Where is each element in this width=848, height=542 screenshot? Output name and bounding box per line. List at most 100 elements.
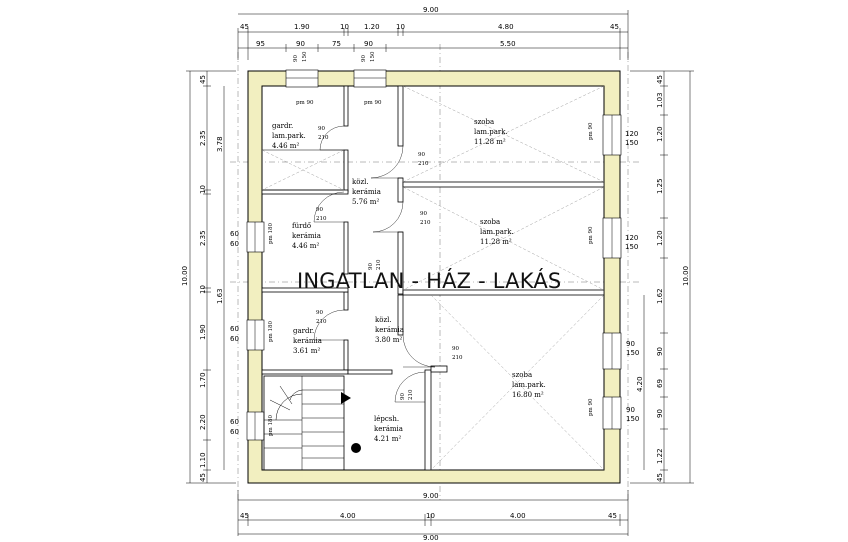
dim-top: 4.80 [498,23,514,31]
dim-right-total: 10.00 [682,266,690,286]
room-bathroom-area: 4.46 m² [292,242,319,250]
room-gardrobe-1-name: gardr. [272,122,293,130]
dim-left-inner: 60 [230,418,239,426]
dim-left: 2.35 [199,130,207,146]
door-height: 210 [420,220,431,226]
dim-top: 90 [364,40,373,48]
door-width: 90 [316,207,323,213]
dim-top: 1.20 [364,23,380,31]
dim-right: 45 [656,473,664,482]
dim-left-mid: 3.78 [216,136,224,152]
dim-top: 10 [396,23,405,31]
room-staircase-name: lépcsh. [374,415,399,423]
room-diagonals [261,85,605,471]
door-width: 90 [418,152,425,158]
top-dimensions: 9.00 45 1.90 10 1.20 10 4.80 45 95 90 75… [237,6,629,60]
window-top-2 [353,69,387,88]
dim-top: 90 [296,40,305,48]
sill-labels: pm 90 pm 90 pm 90 pm 90 pm 90 pm 180 pm … [268,100,594,436]
dim-bottom-total: 9.00 [423,492,439,500]
dim-bottom: 4.00 [510,512,526,520]
window-left-1 [246,221,265,253]
dim-left: 45 [199,473,207,482]
dim-right-inner: 150 [625,139,638,147]
window-height: 150 [370,51,376,62]
dim-right: 45 [656,75,664,84]
room-staircase-floor: kerámia [374,425,403,433]
room-gardrobe-2-floor: kerámia [293,337,322,345]
dim-left-inner: 60 [230,240,239,248]
staircase-drawing [263,375,361,471]
dim-left: 45 [199,75,207,84]
dim-top: 45 [610,23,619,31]
sill-label: pm 180 [268,321,274,342]
dim-right: 1.20 [656,126,664,142]
dim-left-inner: 60 [230,428,239,436]
room-hall-1-floor: kerámia [352,188,381,196]
dim-left: 10 [199,285,207,294]
dim-right: 1.03 [656,92,664,108]
dim-top-total: 9.00 [423,6,439,14]
dim-right: 1.22 [656,448,664,464]
door-height: 210 [316,319,327,325]
room-2-area: 11.28 m² [480,238,512,246]
left-dimensions: 10.00 45 2.35 10 2.35 10 1.90 1.70 2.20 … [181,70,239,484]
dim-top: 10 [340,23,349,31]
axis-lines [230,44,640,500]
room-hall-2-area: 3.80 m² [375,336,402,344]
room-gardrobe-1-floor: lam.park. [272,132,306,140]
dim-right: 1.25 [656,178,664,194]
sill-label: pm 90 [588,226,594,244]
door-height: 210 [418,161,429,167]
room-gardrobe-2-area: 3.61 m² [293,347,320,355]
window-height: 150 [302,51,308,62]
room-staircase-area: 4.21 m² [374,435,401,443]
window-width: 90 [361,55,367,62]
dim-right-inner: 150 [626,349,639,357]
right-dimensions: 10.00 45 1.03 1.20 1.25 1.20 1.62 90 69 … [625,70,694,484]
dim-left-inner: 60 [230,335,239,343]
dim-right-inner: 150 [625,243,638,251]
dim-bottom: 4.00 [340,512,356,520]
window-width: 90 [293,55,299,62]
dim-bottom: 45 [240,512,249,520]
window-left-2 [246,319,265,351]
dim-top: 75 [332,40,341,48]
dim-bottom: 10 [426,512,435,520]
dim-right-inner: 120 [625,130,638,138]
room-1-name: szoba [474,118,494,126]
dim-left: 1.90 [199,324,207,340]
room-hall-1-name: közl. [352,178,369,186]
watermark: INGATLAN - HÁZ - LAKÁS [297,268,561,293]
dim-right-mid: 4.20 [636,376,644,392]
room-2-name: szoba [480,218,500,226]
door-width: 90 [420,211,427,217]
door-height: 210 [452,355,463,361]
dim-right: 1.62 [656,288,664,304]
dim-bottom: 45 [608,512,617,520]
dim-left-inner: 60 [230,230,239,238]
interior-walls [261,85,605,471]
dim-right-inner: 120 [625,234,638,242]
dim-left: 1.10 [199,452,207,468]
room-3-floor: lam.park. [512,381,546,389]
room-hall-2-name: közl. [375,316,392,324]
dim-left-total: 10.00 [181,266,189,286]
door-height: 210 [408,389,414,400]
dim-top: 95 [256,40,265,48]
sill-label: pm 90 [588,122,594,140]
dim-right: 69 [656,379,664,388]
room-3-area: 16.80 m² [512,391,544,399]
dim-left-inner: 60 [230,325,239,333]
window-left-3 [246,411,265,441]
window-top-1 [285,69,319,88]
sill-label: pm 90 [364,100,382,106]
door-height: 210 [316,216,327,222]
room-gardrobe-1-area: 4.46 m² [272,142,299,150]
dim-top: 45 [240,23,249,31]
door-arcs [313,125,436,403]
room-3-name: szoba [512,371,532,379]
dim-top: 1.90 [294,23,310,31]
room-hall-2-floor: kerámia [375,326,404,334]
